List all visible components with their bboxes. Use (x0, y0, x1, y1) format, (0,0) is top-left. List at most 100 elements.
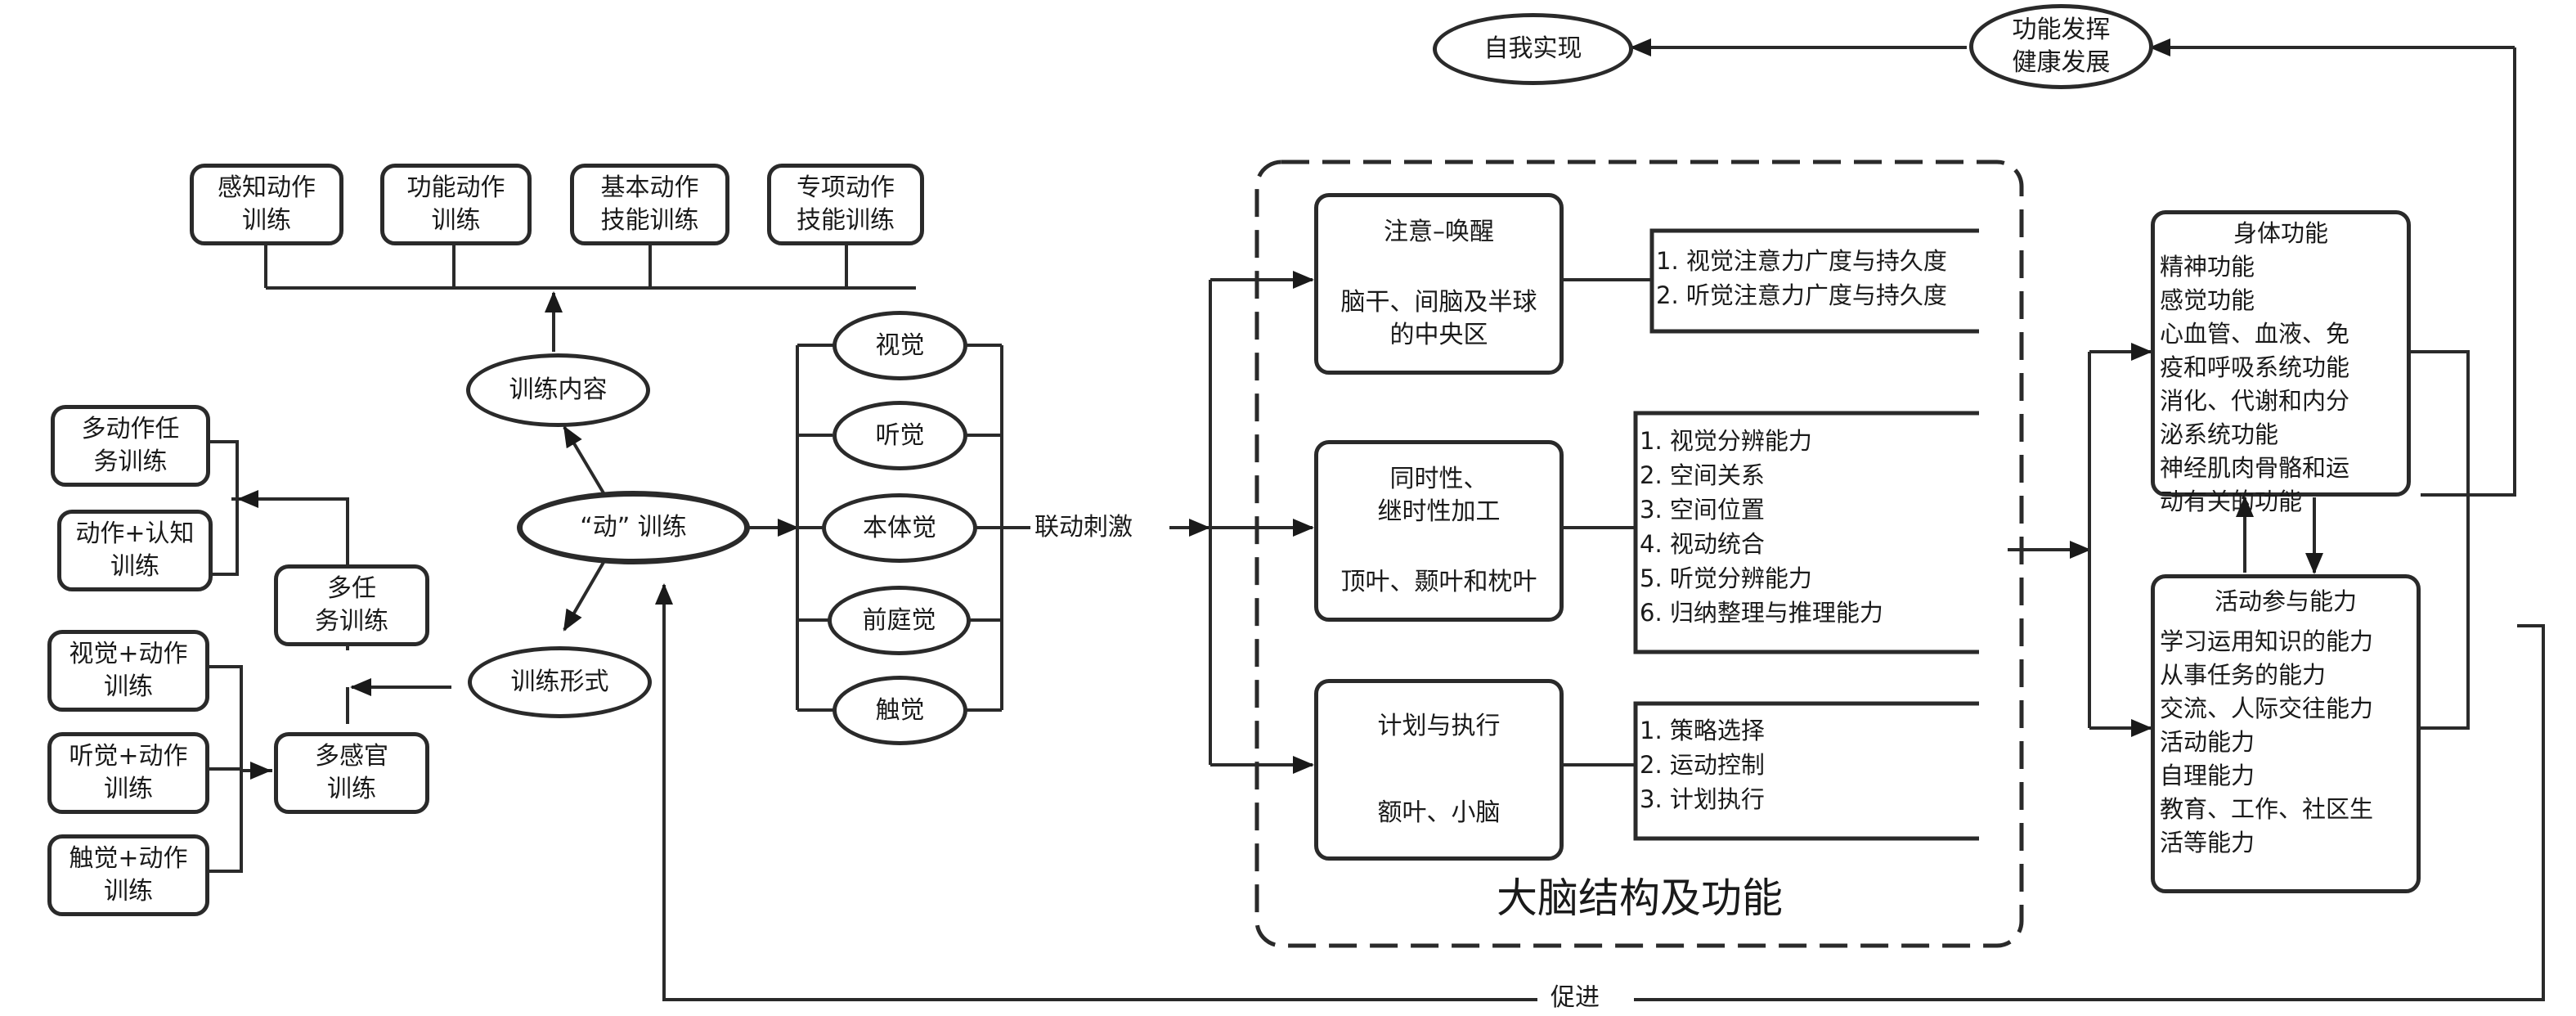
box-line1: 动作+认知 (75, 519, 195, 548)
content-box-functional: 功能动作 训练 (380, 164, 532, 245)
ability-item: 1. 策略选择 (1640, 717, 1765, 744)
ability-bracket-3 (1633, 701, 1979, 841)
sense-oval-tactile: 触觉 (832, 676, 967, 745)
box-line2: 训练 (104, 672, 153, 701)
activity-line: 交流、人际交往能力 (2160, 695, 2374, 722)
sense-oval-vestibular: 前庭觉 (828, 586, 971, 655)
body-function-line: 神经肌肉骨骼和运 (2160, 454, 2350, 482)
box-line1: 触觉+动作 (69, 844, 188, 873)
sense-oval-auditory: 听觉 (832, 401, 967, 470)
promote-label: 促进 (1546, 982, 1604, 1014)
function-line2: 健康发展 (2012, 48, 2111, 77)
ability-item: 1. 视觉注意力广度与持久度 (1656, 247, 1947, 275)
sense-label: 视觉 (875, 330, 925, 360)
sense-label: 听觉 (875, 420, 925, 450)
content-box-specialized: 专项动作 技能训练 (767, 164, 924, 245)
ability-item: 6. 归纳整理与推理能力 (1640, 599, 1883, 627)
content-box-line2: 技能训练 (600, 206, 699, 235)
content-box-line2: 训练 (431, 206, 481, 235)
linked-stimulation-label: 联动刺激 (1034, 511, 1133, 544)
dong-training-label: “动” 训练 (580, 513, 687, 542)
training-form-oval: 训练形式 (468, 646, 652, 718)
region-area-label: 额叶、小脑 (1377, 798, 1501, 827)
body-function-line: 泌系统功能 (2160, 420, 2279, 448)
activity-line: 活动能力 (2160, 728, 2255, 756)
box-line1: 多任 (327, 574, 376, 603)
activity-line: 教育、工作、社区生 (2160, 795, 2374, 823)
body-function-line: 精神功能 (2160, 253, 2255, 281)
activity-title: 活动参与能力 (2214, 587, 2357, 615)
content-box-line2: 训练 (242, 206, 291, 235)
body-function-line: 动有关的功能 (2160, 488, 2303, 515)
region-box-processing: 同时性、 继时性加工 顶叶、颞叶和枕叶 (1314, 440, 1564, 622)
region-function-line1: 同时性、 (1389, 465, 1488, 493)
body-function-box: 身体功能 精神功能 感觉功能 心血管、血液、免 疫和呼吸系统功能 消化、代谢和内… (2151, 210, 2411, 515)
sense-oval-visual: 视觉 (832, 311, 967, 380)
sense-oval-proprioception: 本体觉 (822, 493, 977, 563)
multisensory-box: 多感官 训练 (274, 732, 429, 814)
tactile-action-box: 触觉+动作 训练 (47, 834, 209, 916)
box-line2: 训练 (104, 775, 153, 803)
sense-label: 本体觉 (863, 513, 936, 542)
ability-item: 2. 空间关系 (1640, 461, 1765, 489)
ability-item: 2. 听觉注意力广度与持久度 (1656, 281, 1947, 309)
sense-label: 触觉 (875, 695, 925, 725)
brain-title: 大脑结构及功能 (1497, 874, 1783, 922)
box-line2: 训练 (104, 877, 153, 906)
promote-arrow (655, 583, 1537, 1001)
visual-action-box: 视觉+动作 训练 (47, 630, 209, 712)
brain-frame (1254, 160, 2024, 948)
ability-item: 2. 运动控制 (1640, 751, 1765, 779)
arrow-to-training-form (563, 558, 607, 632)
box-line1: 听觉+动作 (69, 742, 188, 771)
body-function-line: 疫和呼吸系统功能 (2160, 353, 2350, 381)
ability-bracket-2 (1633, 411, 1979, 654)
arrow-to-training-content (563, 425, 607, 497)
ability-list-attention: 1. 视觉注意力广度与持久度 2. 听觉注意力广度与持久度 (1656, 244, 1947, 312)
box-line2: 训练 (110, 552, 159, 581)
activity-line: 自理能力 (2160, 762, 2255, 789)
content-box-line1: 基本动作 (600, 173, 699, 202)
body-function-line: 心血管、血液、免 (2160, 320, 2350, 348)
region-function-label: 注意–唤醒 (1384, 218, 1494, 246)
box-line1: 视觉+动作 (69, 640, 188, 668)
content-box-line1: 感知动作 (218, 173, 316, 202)
ability-item: 3. 计划执行 (1640, 785, 1765, 813)
dong-training-oval: “动” 训练 (517, 491, 750, 564)
region-box-attention: 注意–唤醒 脑干、间脑及半球 的中央区 (1314, 193, 1564, 375)
box-line2: 务训练 (315, 607, 388, 636)
region-area-line2: 的中央区 (1389, 321, 1488, 349)
box-line2: 务训练 (93, 447, 168, 476)
activity-line: 从事任务的能力 (2160, 661, 2327, 689)
region-box-planning: 计划与执行 额叶、小脑 (1314, 679, 1564, 861)
ability-item: 1. 视觉分辨能力 (1640, 427, 1812, 455)
multi-action-box: 多动作任 务训练 (51, 405, 210, 487)
ability-bracket-1 (1649, 228, 1979, 334)
body-function-title: 身体功能 (2233, 219, 2328, 247)
content-box-line1: 专项动作 (797, 173, 895, 202)
line-body-to-goal (2421, 47, 2516, 497)
box-line2: 训练 (327, 775, 376, 803)
function-line1: 功能发挥 (2012, 16, 2111, 44)
multitask-box: 多任 务训练 (274, 564, 429, 646)
function-oval: 功能发挥 健康发展 (1969, 4, 2153, 89)
self-actualization-label: 自我实现 (1483, 34, 1582, 63)
training-content-label: 训练内容 (509, 375, 608, 404)
training-content-oval: 训练内容 (466, 353, 650, 427)
ability-item: 3. 空间位置 (1640, 496, 1765, 524)
auditory-action-box: 听觉+动作 训练 (47, 732, 209, 814)
content-box-line1: 功能动作 (406, 173, 505, 202)
region-function-label: 计划与执行 (1377, 712, 1501, 740)
sense-label: 前庭觉 (862, 605, 936, 635)
region-area-label: 顶叶、颞叶和枕叶 (1340, 568, 1537, 596)
activity-participation-box: 活动参与能力 学习运用知识的能力 从事任务的能力 交流、人际交往能力 活动能力 … (2151, 574, 2421, 893)
box-line1: 多感官 (315, 742, 388, 771)
ability-item: 4. 视动统合 (1640, 530, 1765, 558)
ability-list-processing: 1. 视觉分辨能力 2. 空间关系 3. 空间位置 4. 视动统合 5. 听觉分… (1640, 424, 1883, 630)
self-actualization-oval: 自我实现 (1433, 13, 1633, 85)
content-box-basic: 基本动作 技能训练 (570, 164, 729, 245)
box-line1: 多动作任 (81, 415, 180, 443)
ability-item: 5. 听觉分辨能力 (1640, 564, 1812, 592)
